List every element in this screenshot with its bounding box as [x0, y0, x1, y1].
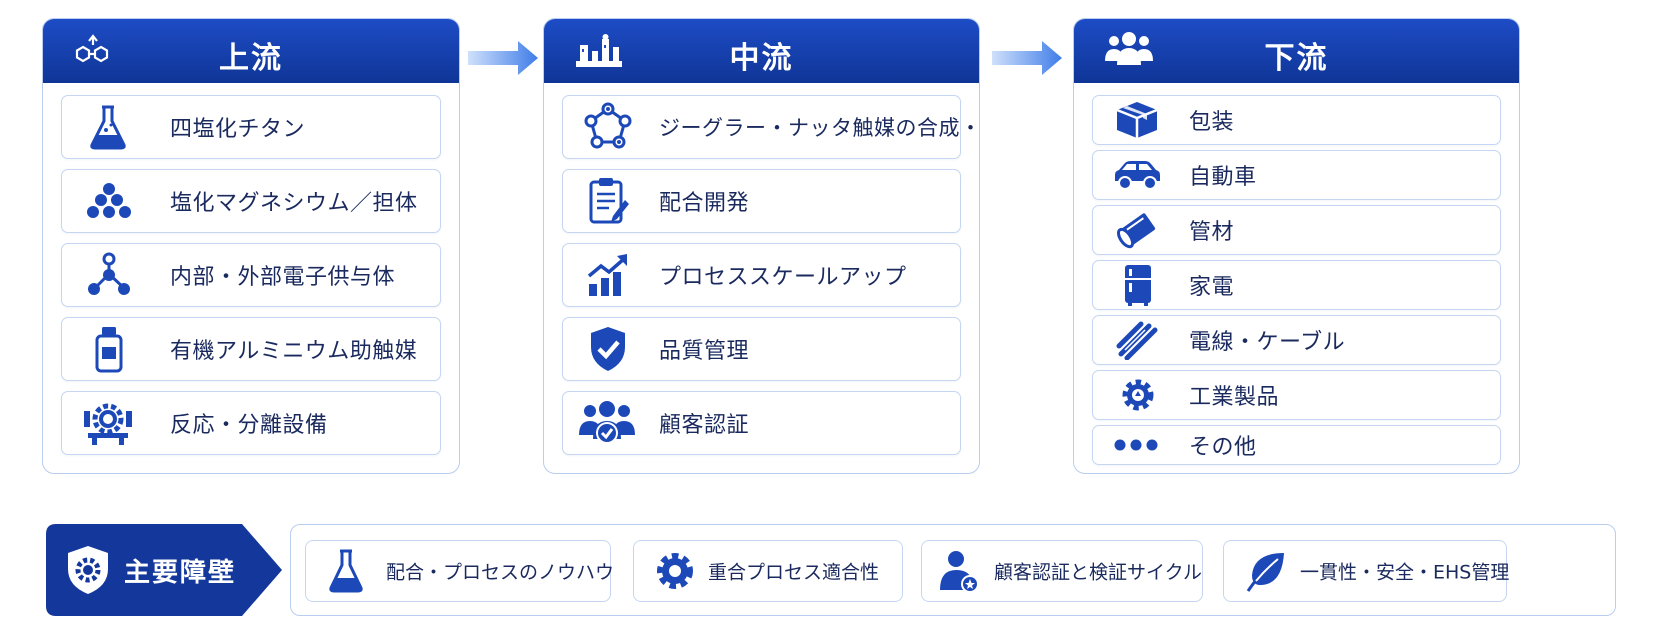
- downstream-item-automotive: 自動車: [1092, 150, 1501, 200]
- leaf-icon: [1246, 553, 1284, 592]
- clipped-page-title: [380, 0, 1280, 6]
- downstream-item-others: その他: [1092, 425, 1501, 465]
- downstream-item-label: 電線・ケーブル: [1189, 330, 1346, 355]
- midstream-item-formulation-development: 配合開発: [562, 169, 961, 233]
- midstream-item-ziegler-natta-synthesis: ジーグラー・ナッタ触媒の合成・製造: [562, 95, 979, 159]
- users-group-icon: [1105, 32, 1153, 65]
- factory-icon: [576, 34, 622, 67]
- downstream-header: 下流: [1074, 19, 1519, 83]
- midstream-item-quality-control: 品質管理: [562, 317, 961, 381]
- flask-icon: [90, 105, 126, 150]
- molecule-icon: [75, 34, 109, 63]
- user-badge-icon: [940, 551, 979, 593]
- shield-check-icon: [591, 327, 625, 371]
- upstream-item-label: 内部・外部電子供与体: [170, 265, 396, 290]
- upstream-item-titanium-tetrachloride: 四塩化チタン: [61, 95, 441, 159]
- gear-icon: [1122, 379, 1154, 411]
- flow-arrow-right-icon: [992, 41, 1062, 75]
- tag-shape: [46, 524, 282, 616]
- midstream-item-customer-certification: 顧客認証: [562, 391, 961, 455]
- barrier-item-label: 配合・プロセスのノウハウ: [386, 561, 615, 584]
- midstream-header: 中流: [544, 19, 979, 83]
- flow-arrow-right-icon: [468, 41, 538, 75]
- midstream-item-label: 配合開発: [659, 191, 750, 216]
- downstream-item-label: 管材: [1189, 220, 1235, 245]
- downstream-item-packaging: 包装: [1092, 95, 1501, 145]
- package-box-icon: [1116, 102, 1158, 138]
- upstream-item-label: 四塩化チタン: [170, 117, 306, 142]
- molecule-node-icon: [88, 252, 130, 295]
- downstream-item-industrial-products: 工業製品: [1092, 370, 1501, 420]
- midstream-item-label: 品質管理: [659, 339, 750, 364]
- downstream-title: 下流: [1264, 41, 1329, 76]
- pipe-icon: [1116, 213, 1156, 249]
- downstream-panel: 下流 包装 自動車 管材: [1073, 18, 1520, 474]
- reactor-gear-icon: [84, 403, 132, 445]
- barrier-item-polymerization-compatibility: 重合プロセス適合性: [633, 540, 903, 602]
- barrier-item-label: 重合プロセス適合性: [708, 561, 880, 584]
- clipboard-icon: [589, 178, 629, 224]
- downstream-item-label: 包装: [1189, 110, 1235, 135]
- downstream-item-label: その他: [1189, 435, 1257, 460]
- growth-chart-icon: [587, 254, 627, 296]
- upstream-title: 上流: [219, 41, 283, 76]
- users-check-icon: [579, 401, 635, 444]
- flask-icon: [329, 549, 363, 593]
- midstream-item-label: プロセススケールアップ: [659, 265, 907, 290]
- downstream-item-pipes: 管材: [1092, 205, 1501, 255]
- upstream-header: 上流: [43, 19, 459, 83]
- upstream-item-label: 塩化マグネシウム／担体: [170, 191, 418, 216]
- upstream-item-reaction-separation-equipment: 反応・分離設備: [61, 391, 441, 455]
- downstream-item-home-appliances: 家電: [1092, 260, 1501, 310]
- key-barriers-panel: 配合・プロセスのノウハウ 重合プロセス適合性 顧客認証と検証サイクル 一貫性・安…: [290, 524, 1616, 616]
- key-barriers-tag: 主要障壁: [46, 524, 282, 616]
- downstream-item-label: 自動車: [1189, 165, 1257, 190]
- midstream-panel: 中流 ジーグラー・ナッタ触媒の合成・製造 配合開発 プロセススケールアップ: [543, 18, 980, 474]
- bottle-icon: [95, 327, 123, 373]
- barrier-item-label: 顧客認証と検証サイクル: [994, 561, 1203, 584]
- car-icon: [1115, 161, 1160, 190]
- cable-icon: [1116, 321, 1158, 360]
- downstream-item-wire-cable: 電線・ケーブル: [1092, 315, 1501, 365]
- barrier-item-label: 一貫性・安全・EHS管理: [1300, 561, 1510, 584]
- upstream-item-electron-donors: 内部・外部電子供与体: [61, 243, 441, 307]
- particles-icon: [87, 183, 131, 218]
- downstream-item-label: 工業製品: [1189, 385, 1280, 410]
- network-polygon-icon: [584, 102, 632, 149]
- gear-icon: [657, 553, 693, 589]
- downstream-item-label: 家電: [1189, 275, 1235, 300]
- shield-gear-icon: [68, 546, 108, 594]
- midstream-item-process-scaleup: プロセススケールアップ: [562, 243, 961, 307]
- barrier-item-certification-cycle: 顧客認証と検証サイクル: [921, 540, 1203, 602]
- barrier-item-know-how: 配合・プロセスのノウハウ: [305, 540, 615, 602]
- upstream-item-organoaluminum-cocatalyst: 有機アルミニウム助触媒: [61, 317, 441, 381]
- midstream-title: 中流: [729, 41, 794, 76]
- upstream-item-magnesium-chloride-support: 塩化マグネシウム／担体: [61, 169, 441, 233]
- refrigerator-icon: [1125, 265, 1151, 306]
- key-barriers-title: 主要障壁: [124, 558, 237, 588]
- midstream-item-label: 顧客認証: [659, 413, 750, 438]
- upstream-item-label: 有機アルミニウム助触媒: [170, 339, 418, 364]
- midstream-item-label: ジーグラー・ナッタ触媒の合成・製造: [659, 116, 980, 140]
- upstream-panel: 上流 四塩化チタン 塩化マグネシウム／担体 内部・外部電子供与体: [42, 18, 460, 474]
- upstream-item-label: 反応・分離設備: [170, 413, 328, 438]
- barrier-item-consistency-safety-ehs: 一貫性・安全・EHS管理: [1223, 540, 1510, 602]
- more-dots-icon: [1114, 439, 1158, 451]
